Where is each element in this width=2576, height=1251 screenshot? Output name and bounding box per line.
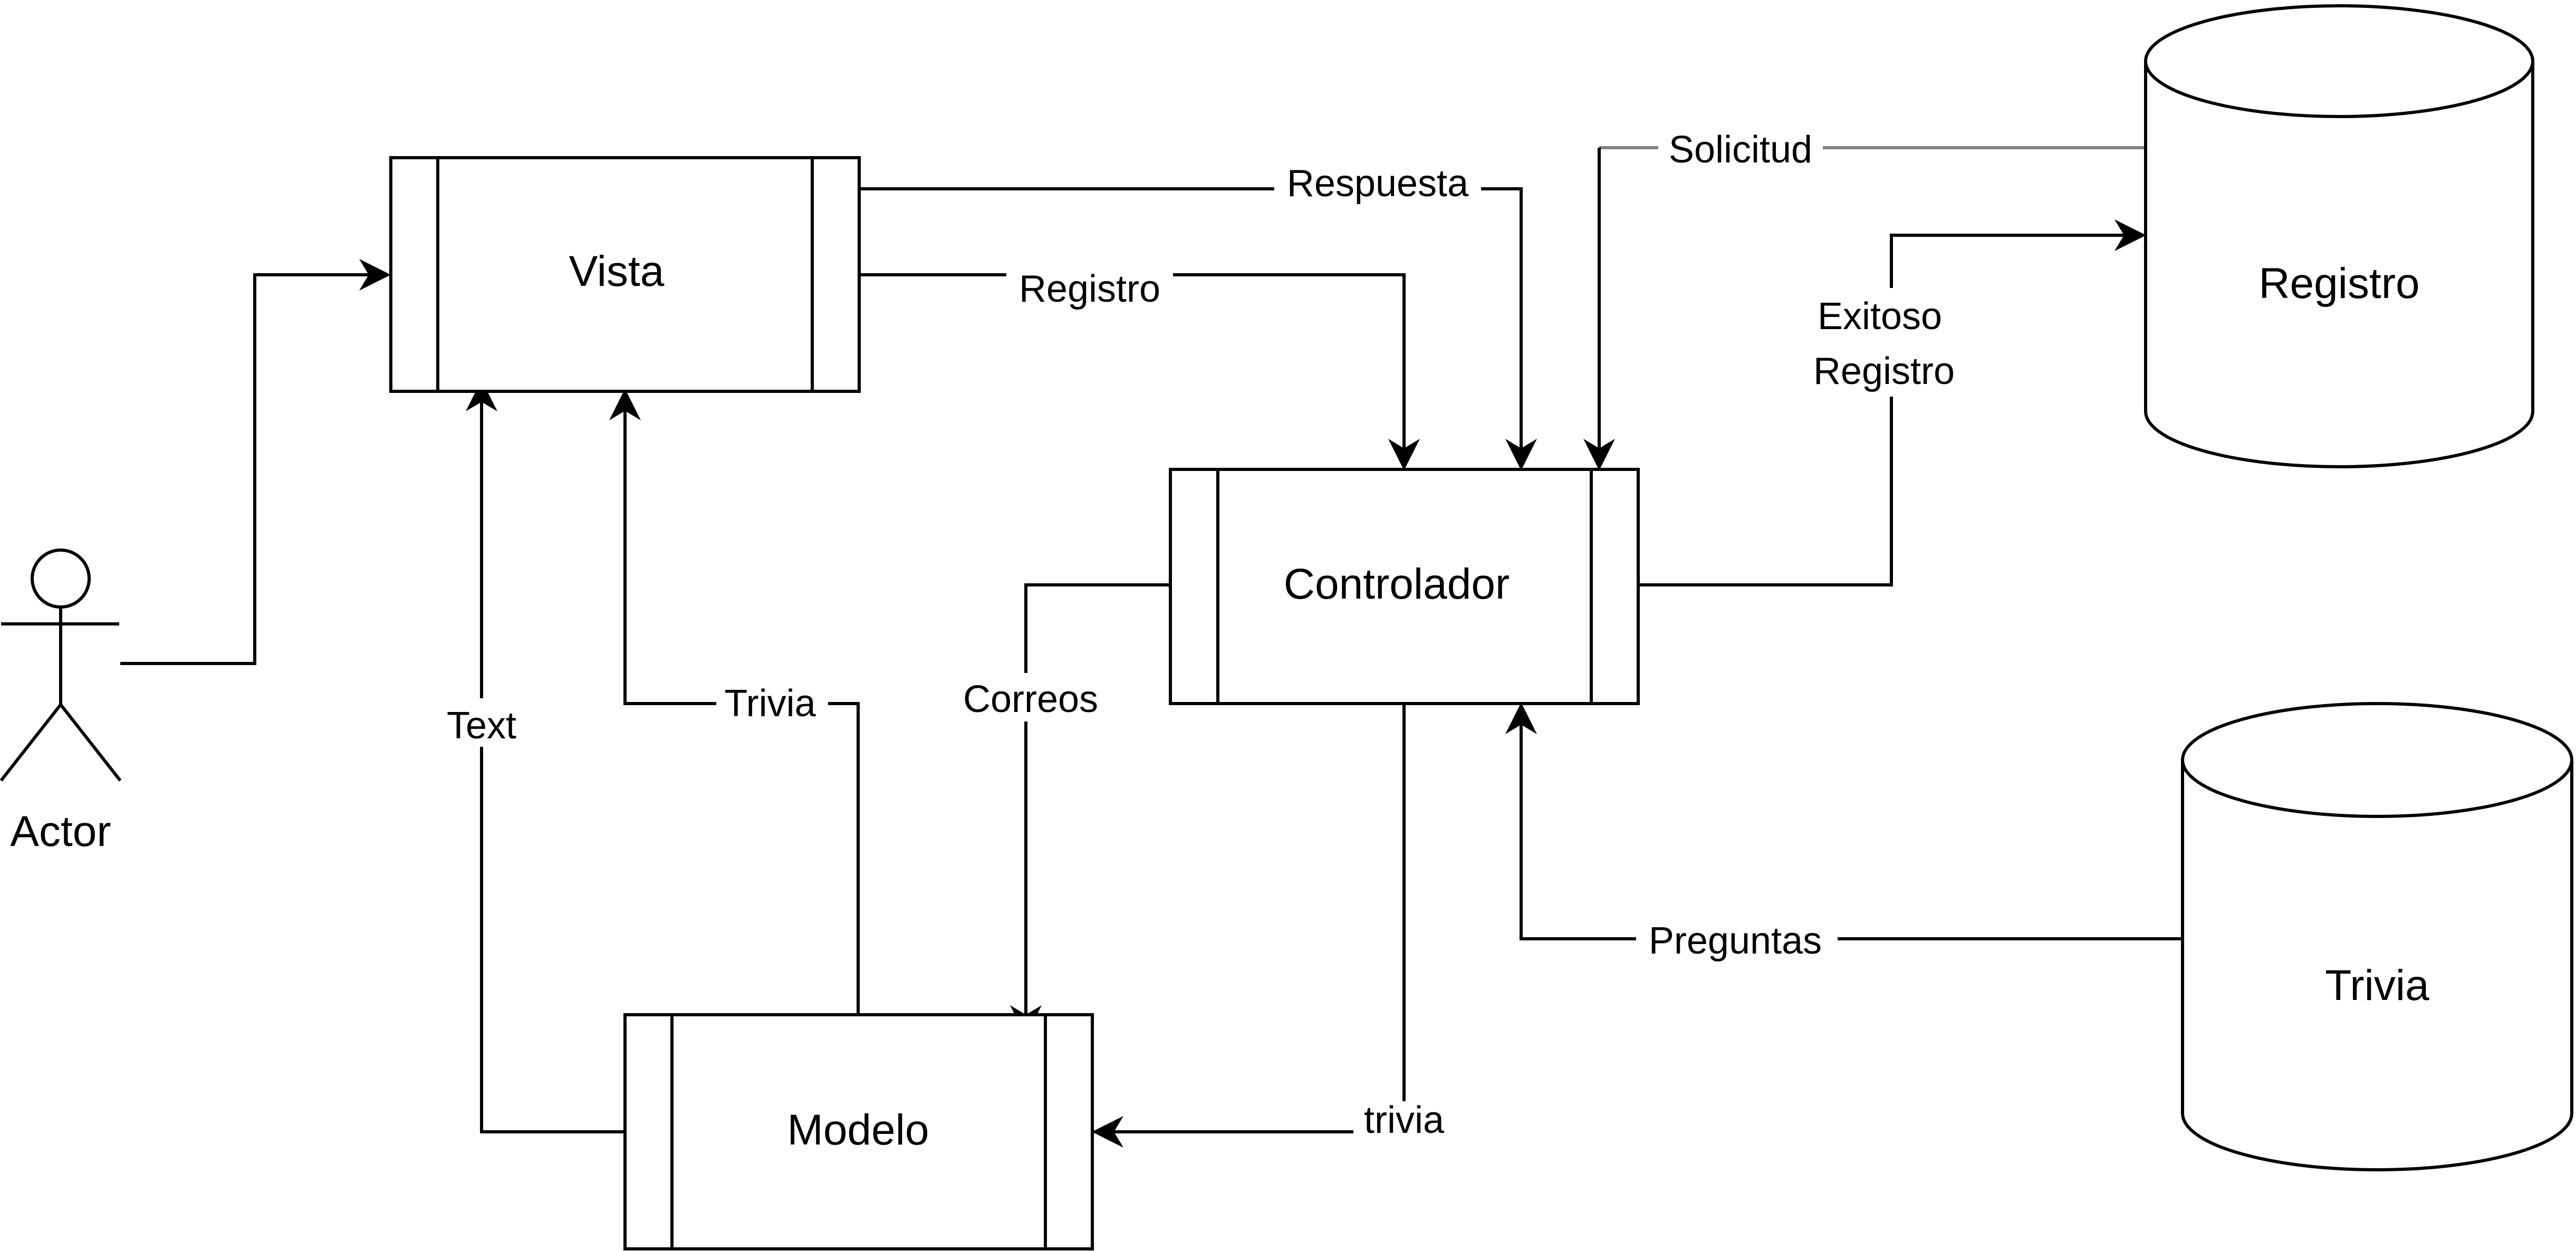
actor-label: Actor	[10, 807, 111, 855]
modelo-label: Modelo	[787, 1106, 929, 1154]
edge-correos	[1010, 583, 1170, 1037]
actor-right-leg	[59, 704, 122, 782]
controlador-box	[1169, 468, 1640, 705]
trivia-database: Trivia	[2181, 702, 2573, 1171]
edge-label-respuesta: Respuesta	[1287, 162, 1469, 205]
trivia-db-label: Trivia	[2325, 961, 2429, 1009]
vista-node: Vista	[389, 156, 861, 393]
edge-respuesta	[859, 187, 1537, 470]
edge-label-solicitud: Solicitud	[1669, 129, 1812, 171]
registro-cylinder-body	[2144, 61, 2534, 468]
edge-actor-to-vista	[120, 259, 391, 665]
edge-trivia-to-modelo	[1092, 704, 1406, 1148]
edge-label-exitoso-line1: Exitoso	[1818, 295, 1942, 338]
edge-label-preguntas: Preguntas	[1649, 920, 1822, 962]
trivia-cylinder-top	[2181, 702, 2573, 818]
trivia-cylinder-body	[2181, 760, 2573, 1171]
edge-label-trivia-to-vista: Trivia	[724, 682, 816, 725]
edge-labels: Respuesta Registro Solicitud Exitoso Reg…	[439, 124, 1959, 1150]
vista-label: Vista	[569, 247, 665, 295]
registro-db-label: Registro	[2258, 259, 2419, 307]
edge-preguntas	[1505, 703, 2181, 940]
registro-database: Registro	[2144, 4, 2534, 468]
edge-label-text: Text	[447, 705, 516, 747]
edge-label-registro: Registro	[1019, 268, 1160, 310]
controlador-label: Controlador	[1284, 560, 1510, 608]
actor: Actor	[0, 548, 122, 855]
edge-label-correos: Correos	[963, 678, 1098, 720]
edge-label-trivia-to-modelo: trivia	[1364, 1099, 1445, 1141]
edge-label-exitoso-line2: Registro	[1813, 350, 1955, 392]
edge-text	[466, 380, 625, 1133]
registro-cylinder-top	[2144, 4, 2534, 118]
edge-exitoso-registro	[1638, 219, 2146, 586]
modelo-box	[623, 1013, 1094, 1250]
actor-left-leg	[0, 704, 62, 782]
modelo-node: Modelo	[623, 1013, 1094, 1250]
actor-head-icon	[31, 548, 91, 609]
vista-box	[389, 156, 861, 393]
controlador-node: Controlador	[1169, 468, 1640, 705]
